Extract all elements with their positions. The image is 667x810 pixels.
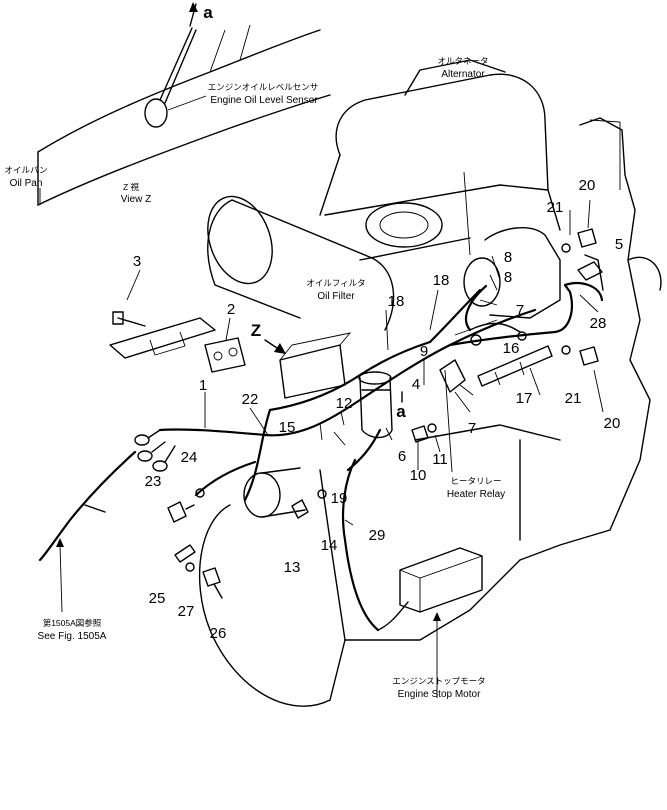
- callout-11: 11: [432, 451, 448, 468]
- callout-7b: 7: [468, 420, 476, 437]
- oil-level-sensor-body: [144, 98, 168, 128]
- callout-22: 22: [242, 391, 259, 408]
- callout-15: 15: [279, 419, 296, 436]
- callout-9: 9: [420, 343, 428, 360]
- arrow-a-top-head: [189, 2, 198, 12]
- callout-18a: 18: [433, 272, 450, 289]
- callout-7a: 7: [516, 302, 524, 319]
- callout-4: 4: [412, 376, 420, 393]
- fasteners: [167, 228, 603, 599]
- callout-23: 23: [145, 473, 162, 490]
- text-labels: エンジンオイルレベルセンサ Engine Oil Level Sensor オイ…: [5, 56, 506, 700]
- see-fig-label: See Fig. 1505A: [38, 631, 107, 642]
- view-z-label: View Z: [121, 194, 151, 205]
- callout-8b: 8: [504, 269, 512, 286]
- callout-24: 24: [181, 449, 198, 466]
- oil-pan-label: Oil Pan: [10, 178, 43, 189]
- callouts: a a 1 2 3 4 5 6 7 7 8 8 9 10 11 12 13 14…: [133, 3, 623, 642]
- callout-1: 1: [199, 377, 207, 394]
- engine-body: [198, 59, 662, 707]
- view-z-marker: Z: [251, 321, 261, 340]
- callout-6: 6: [398, 448, 406, 465]
- callout-14: 14: [321, 537, 338, 554]
- callout-8a: 8: [504, 249, 512, 266]
- callout-26: 26: [210, 625, 227, 642]
- callout-21b: 21: [565, 390, 582, 407]
- callout-a-mid: a: [396, 402, 406, 421]
- callout-13: 13: [284, 559, 301, 576]
- oil-filter-label-jp: オイルフィルタ: [306, 278, 365, 288]
- callout-20a: 20: [579, 177, 596, 194]
- callout-25: 25: [149, 590, 166, 607]
- callout-12: 12: [336, 395, 353, 412]
- engine-stop-motor-label-jp: エンジンストップモータ: [392, 676, 485, 686]
- callout-2: 2: [227, 301, 235, 318]
- oil-level-sensor-label-jp: エンジンオイルレベルセンサ: [208, 82, 319, 92]
- relay-bracket: [109, 311, 246, 373]
- callout-17: 17: [516, 390, 533, 407]
- view-z-label-jp: Z 視: [123, 182, 140, 192]
- alternator-label-jp: オルタネータ: [437, 56, 488, 66]
- heater-relay-label: Heater Relay: [447, 489, 505, 500]
- callout-16: 16: [503, 340, 520, 357]
- callout-28: 28: [590, 315, 607, 332]
- view-z-inset: [37, 2, 331, 206]
- oil-filter-label: Oil Filter: [317, 291, 355, 302]
- engine-stop-motor-label: Engine Stop Motor: [398, 689, 481, 700]
- callout-27: 27: [178, 603, 195, 620]
- alternator-label: Alternator: [441, 69, 485, 80]
- callout-3: 3: [133, 253, 141, 270]
- callout-a-top: a: [203, 3, 213, 22]
- leader-lines: [39, 119, 621, 698]
- heater-relay-label-jp: ヒータリレー: [450, 476, 501, 486]
- oil-pan-label-jp: オイルパン: [5, 165, 48, 175]
- wire-harnesses: [38, 282, 604, 632]
- heater-element: [477, 345, 553, 387]
- engine-stop-motor: [377, 547, 483, 631]
- callout-29: 29: [369, 527, 386, 544]
- callout-19: 19: [331, 490, 348, 507]
- see-fig-label-jp: 第1505A図参照: [43, 618, 102, 628]
- oil-level-sensor-label: Engine Oil Level Sensor: [210, 95, 318, 106]
- callout-18b: 18: [388, 293, 405, 310]
- callout-21a: 21: [547, 199, 564, 216]
- callout-20b: 20: [604, 415, 621, 432]
- callout-5: 5: [615, 236, 623, 253]
- callout-10: 10: [410, 467, 427, 484]
